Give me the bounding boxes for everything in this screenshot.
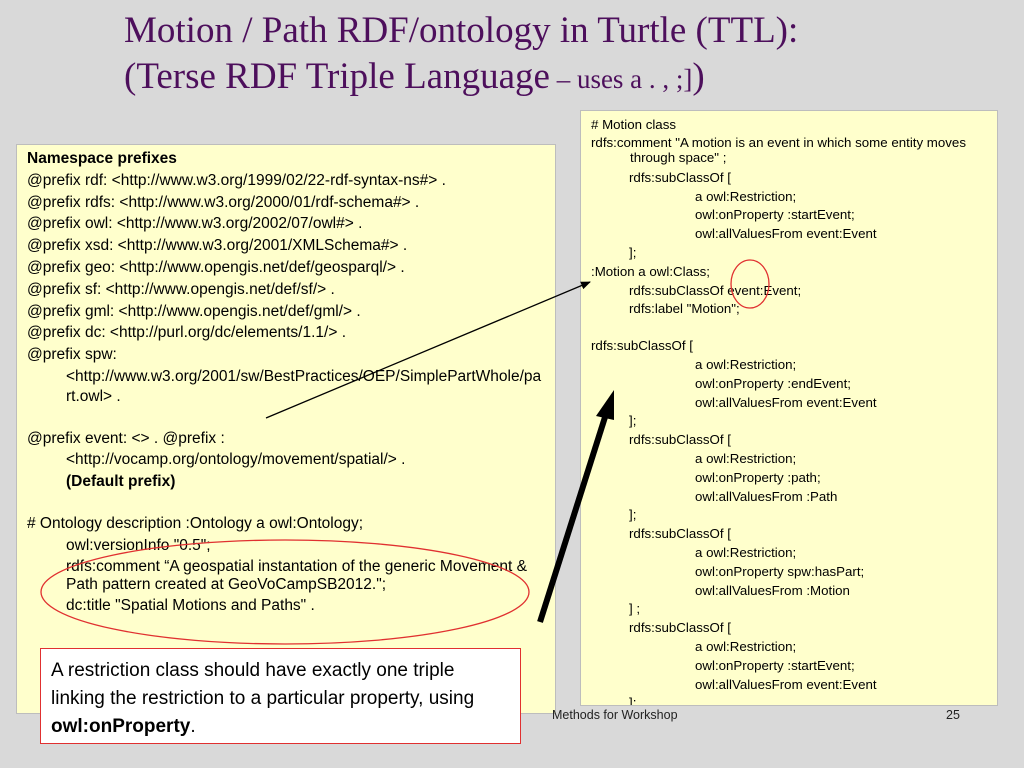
- prefix-spw: @prefix spw:: [27, 346, 117, 364]
- code-line: a owl:Restriction;: [695, 188, 797, 204]
- version-info: owl:versionInfo "0.5";: [66, 536, 211, 554]
- title-line-2-small: – uses a . , ;]: [549, 64, 693, 94]
- title-line-2-main: (Terse RDF Triple Language: [124, 56, 550, 97]
- code-line: rdfs:subClassOf [: [591, 338, 693, 354]
- prefix-gml: @prefix gml: <http://www.opengis.net/def…: [27, 302, 361, 320]
- prefix-sf: @prefix sf: <http://www.opengis.net/def/…: [27, 280, 335, 298]
- footer-text: Methods for Workshop: [552, 708, 678, 722]
- code-line: ];: [629, 413, 637, 429]
- code-line: owl:onProperty :path;: [695, 469, 821, 485]
- callout-text: A restriction class should have exactly …: [51, 660, 475, 709]
- prefix-owl: @prefix owl: <http://www.w3.org/2002/07/…: [27, 215, 363, 233]
- title-line-2: (Terse RDF Triple Language – uses a . , …: [124, 54, 1004, 102]
- code-line: owl:onProperty :endEvent;: [695, 375, 851, 391]
- namespace-panel: Namespace prefixes @prefix rdf: <http://…: [16, 144, 556, 714]
- code-line: rdfs:subClassOf [: [629, 526, 731, 542]
- callout-end: .: [190, 716, 196, 737]
- callout-bold-term: owl:onProperty: [51, 716, 191, 737]
- title-line-1: Motion / Path RDF/ontology in Turtle (TT…: [124, 10, 799, 51]
- motion-class-panel: # Motion class rdfs:comment "A motion is…: [580, 110, 998, 706]
- dc-title: dc:title "Spatial Motions and Paths" .: [66, 596, 315, 614]
- code-line: ];: [629, 507, 637, 523]
- code-line: rdfs:comment "A motion is an event in wh…: [591, 134, 966, 166]
- code-line: :Motion a owl:Class;: [591, 263, 710, 279]
- code-line: rdfs:label "Motion";: [629, 301, 740, 317]
- prefix-geo: @prefix geo: <http://www.opengis.net/def…: [27, 258, 405, 276]
- code-line: rdfs:subClassOf event:Event;: [629, 282, 802, 298]
- code-line: owl:onProperty :startEvent;: [695, 657, 855, 673]
- code-line: ];: [629, 695, 637, 706]
- prefix-dc: @prefix dc: <http://purl.org/dc/elements…: [27, 324, 347, 342]
- ontology-comment: rdfs:comment “A geospatial instantation …: [66, 557, 527, 593]
- code-line: owl:allValuesFrom :Path: [695, 488, 838, 504]
- prefix-spw-url: <http://www.w3.org/2001/sw/BestPractices…: [66, 367, 542, 405]
- code-line: a owl:Restriction;: [695, 638, 797, 654]
- code-line: rdfs:subClassOf [: [629, 169, 731, 185]
- restriction-callout: A restriction class should have exactly …: [40, 648, 521, 744]
- slide-title: Motion / Path RDF/ontology in Turtle (TT…: [124, 8, 1004, 102]
- code-line: a owl:Restriction;: [695, 544, 797, 560]
- code-line: ];: [629, 244, 637, 260]
- code-line: a owl:Restriction;: [695, 356, 797, 372]
- prefix-xsd: @prefix xsd: <http://www.w3.org/2001/XML…: [27, 237, 408, 255]
- title-line-2-close: ): [692, 56, 705, 97]
- code-line: rdfs:subClassOf [: [629, 620, 731, 636]
- code-line: owl:onProperty :startEvent;: [695, 207, 855, 223]
- slide-number: 25: [946, 708, 960, 722]
- code-line: owl:allValuesFrom event:Event: [695, 394, 877, 410]
- prefix-rdfs: @prefix rdfs: <http://www.w3.org/2000/01…: [27, 193, 420, 211]
- code-line: owl:allValuesFrom event:Event: [695, 226, 877, 242]
- prefix-default-url: <http://vocamp.org/ontology/movement/spa…: [66, 451, 406, 469]
- code-line: ] ;: [629, 601, 641, 617]
- prefix-rdf: @prefix rdf: <http://www.w3.org/1999/02/…: [27, 171, 446, 189]
- code-line: rdfs:subClassOf [: [629, 432, 731, 448]
- code-line: a owl:Restriction;: [695, 450, 797, 466]
- default-prefix-note: (Default prefix): [66, 473, 176, 491]
- code-line: owl:onProperty spw:hasPart;: [695, 563, 865, 579]
- prefix-event: @prefix event: <> . @prefix :: [27, 429, 225, 447]
- code-line: # Motion class: [591, 117, 676, 132]
- code-line: owl:allValuesFrom :Motion: [695, 582, 850, 598]
- namespace-heading: Namespace prefixes: [27, 150, 177, 167]
- code-line: owl:allValuesFrom event:Event: [695, 676, 877, 692]
- ontology-description: # Ontology description :Ontology a owl:O…: [27, 514, 364, 532]
